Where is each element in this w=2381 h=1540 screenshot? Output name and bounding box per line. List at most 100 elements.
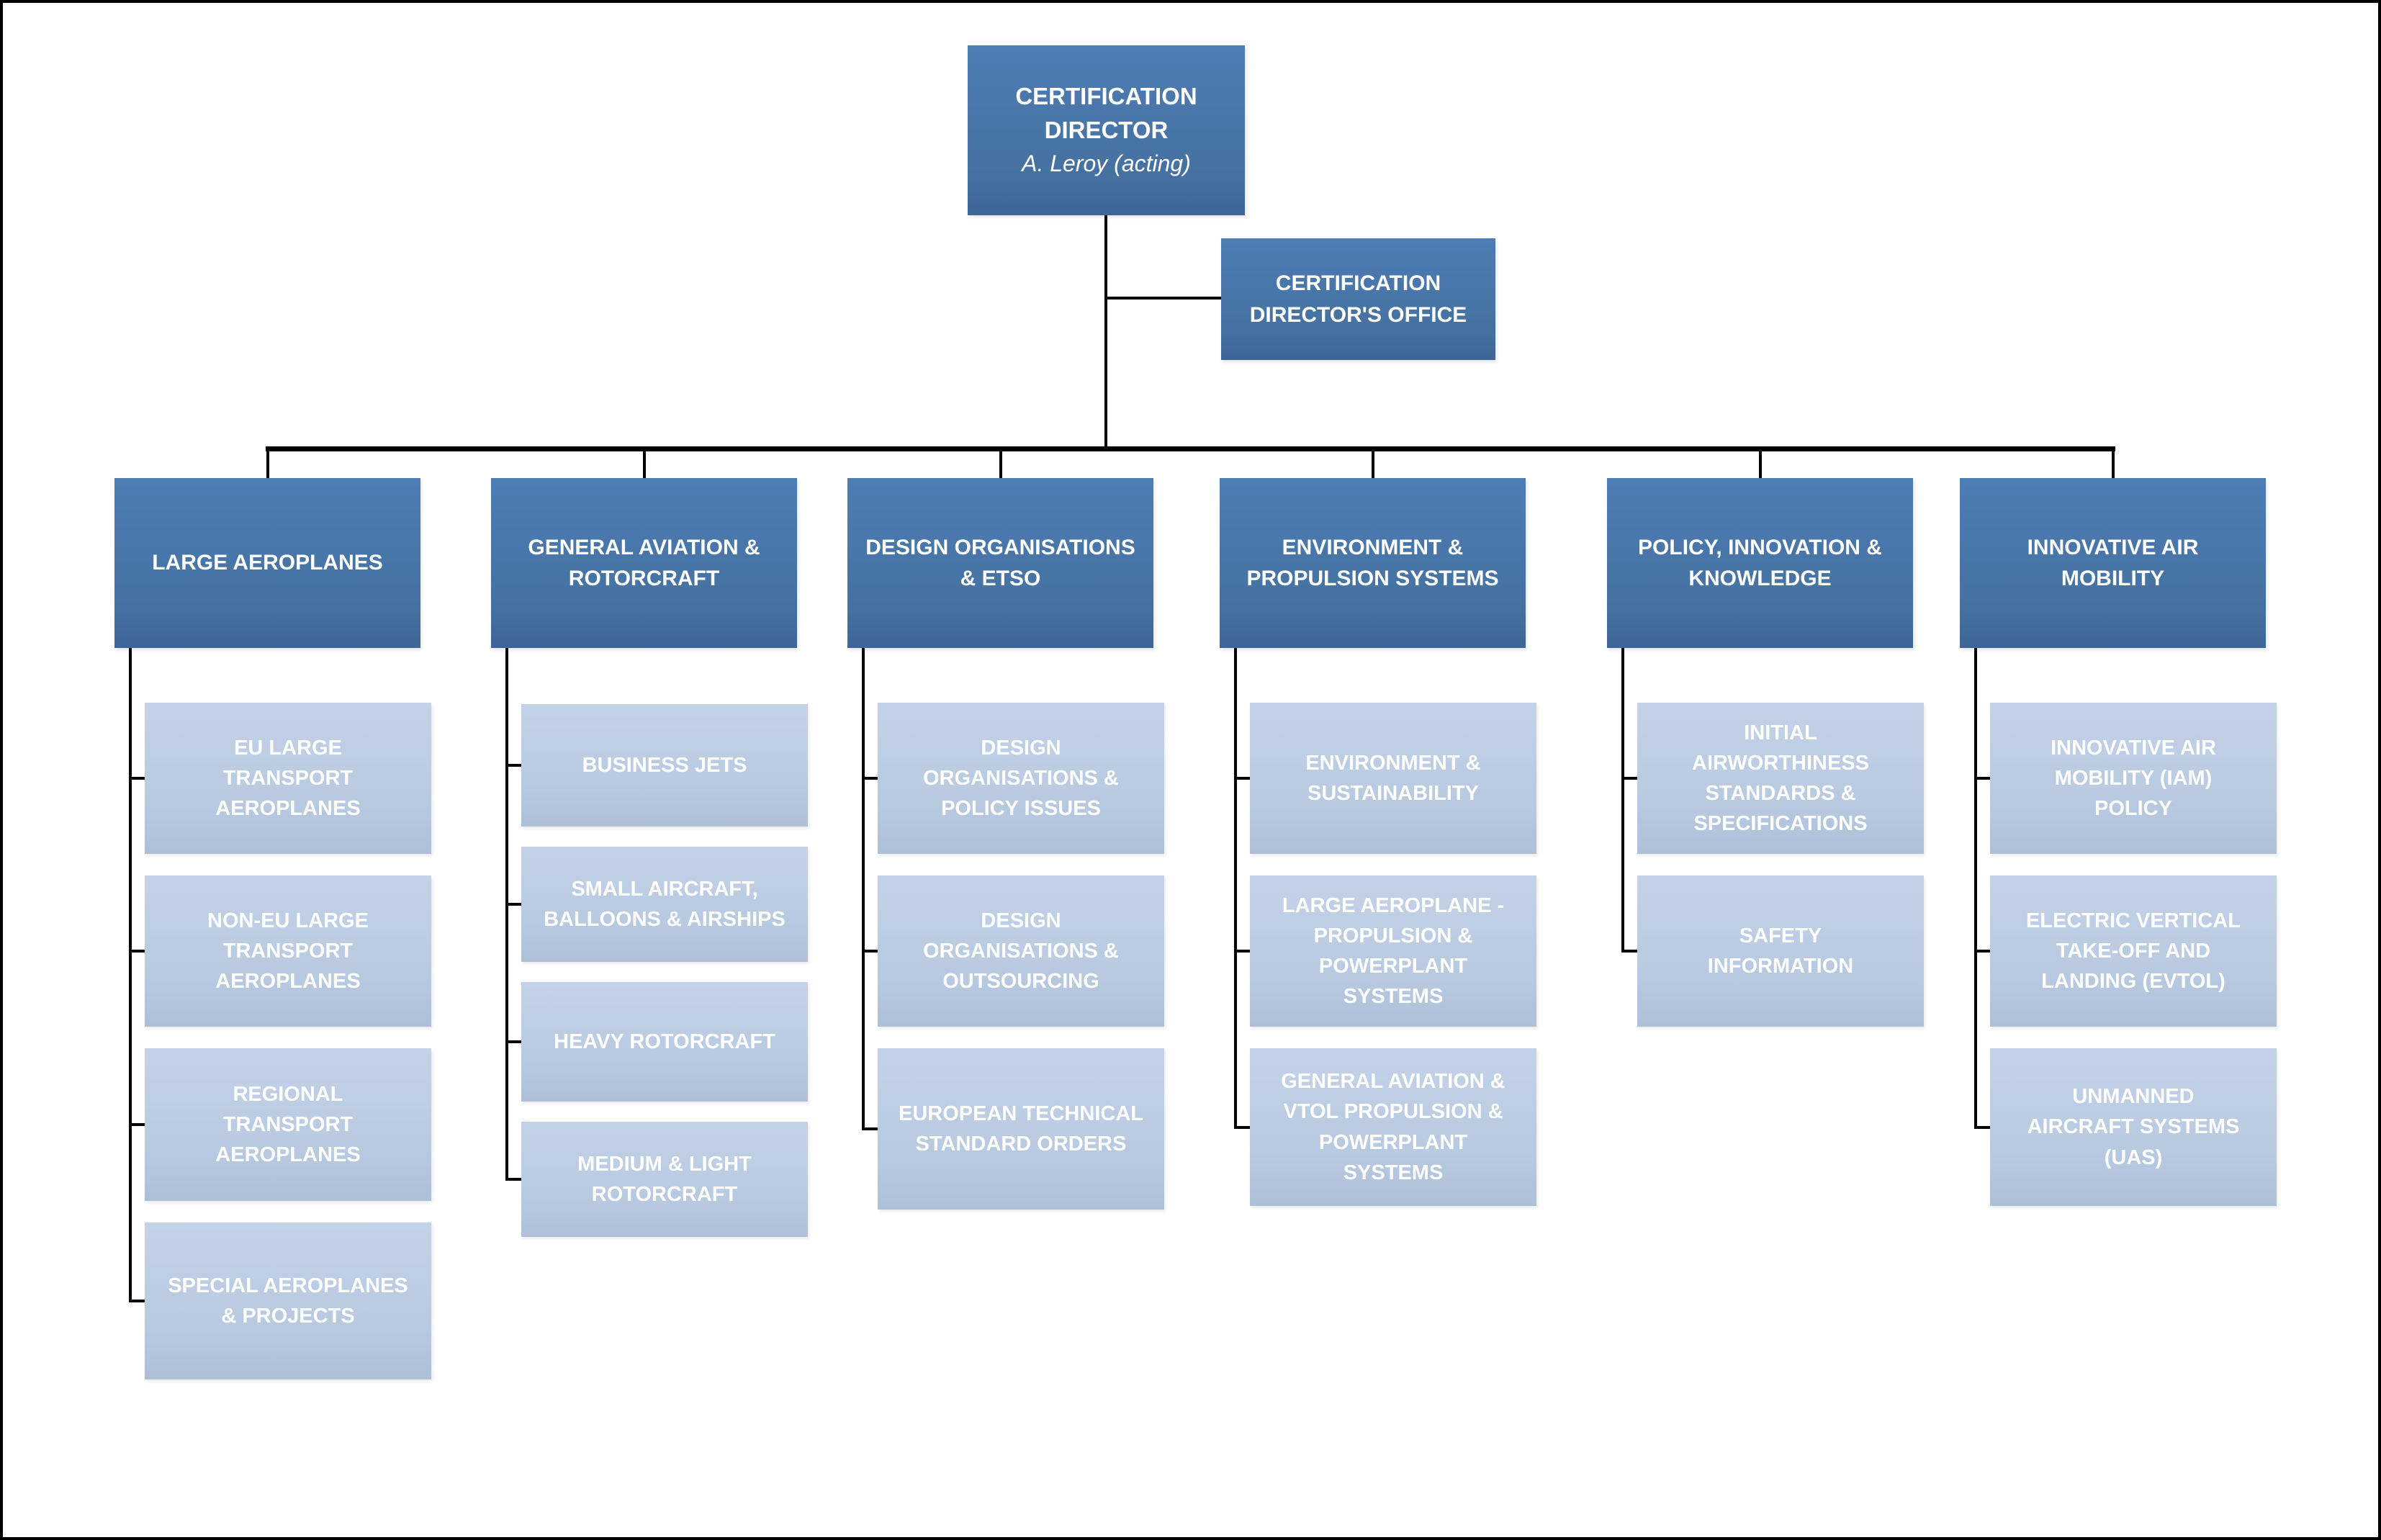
connector-branch-large-aeroplanes bbox=[129, 648, 132, 1302]
connector-child-stub-environment-sustainability bbox=[1237, 777, 1250, 780]
org-node-non-eu-large-transport-aeroplanes: NON-EU LARGE TRANSPORT AEROPLANES bbox=[145, 875, 431, 1027]
connector-child-stub-business-jets bbox=[508, 764, 521, 767]
node-label-line: INITIAL bbox=[1744, 721, 1817, 744]
connector-child-stub-unmanned-aircraft-systems-uas bbox=[1977, 1126, 1990, 1129]
node-label-line: & ETSO bbox=[960, 567, 1041, 590]
node-label-line: VTOL PROPULSION & bbox=[1283, 1100, 1503, 1124]
org-node-environment-propulsion-systems: ENVIRONMENT & PROPULSION SYSTEMS bbox=[1220, 478, 1526, 648]
node-label-line: (UAS) bbox=[2104, 1145, 2163, 1169]
connector-child-stub-small-aircraft-balloons-airships bbox=[508, 903, 521, 906]
node-label-line: TRANSPORT bbox=[222, 766, 354, 790]
node-label-line: CERTIFICATION bbox=[1015, 83, 1197, 110]
node-label-line: POLICY, INNOVATION & bbox=[1638, 535, 1882, 559]
org-node-medium-light-rotorcraft: MEDIUM & LIGHT ROTORCRAFT bbox=[521, 1122, 808, 1237]
connector-rail-stub-design-organisations-etso bbox=[999, 449, 1002, 478]
org-node-special-aeroplanes-projects: SPECIAL AEROPLANES& PROJECTS bbox=[145, 1222, 431, 1379]
node-label-line: AEROPLANES bbox=[215, 797, 361, 821]
connector-child-stub-medium-light-rotorcraft bbox=[508, 1178, 521, 1181]
node-label-line: LARGE AEROPLANES bbox=[152, 551, 383, 575]
node-label-line: POLICY bbox=[2094, 797, 2172, 821]
connector-child-stub-eu-large-transport-aeroplanes bbox=[132, 777, 145, 780]
connector-branch-general-aviation-rotorcraft bbox=[505, 648, 508, 1181]
node-label-line: DESIGN ORGANISATIONS bbox=[865, 535, 1135, 559]
node-label-line: POWERPLANT bbox=[1318, 1130, 1468, 1154]
node-label-line: INNOVATIVE AIR bbox=[2051, 736, 2216, 760]
connector-child-stub-european-technical-standard-orders bbox=[865, 1127, 878, 1130]
node-label-line: INNOVATIVE AIR bbox=[2027, 535, 2199, 559]
connector-child-stub-special-aeroplanes-projects bbox=[132, 1300, 145, 1302]
connector-child-stub-large-aeroplane-propulsion-powerplant-systems bbox=[1237, 950, 1250, 953]
org-node-business-jets: BUSINESS JETS bbox=[521, 704, 808, 827]
node-label-line: MEDIUM & LIGHT bbox=[577, 1152, 752, 1176]
node-label-line: TRANSPORT bbox=[222, 939, 354, 963]
org-node-safety-information: SAFETY INFORMATION bbox=[1637, 875, 1924, 1027]
node-label-line: POWERPLANT bbox=[1318, 955, 1468, 978]
node-label-line: PROPULSION SYSTEMS bbox=[1246, 567, 1499, 590]
node-label-line: ORGANISATIONS & bbox=[923, 766, 1119, 790]
org-node-regional-transport-aeroplanes: REGIONAL TRANSPORT AEROPLANES bbox=[145, 1048, 431, 1201]
node-label-line: MOBILITY bbox=[2061, 567, 2165, 590]
connector-child-stub-electric-vertical-take-off-and-landing-evtol bbox=[1977, 950, 1990, 953]
connector-child-stub-innovative-air-mobility-iam-policy bbox=[1977, 777, 1990, 780]
node-label-line: SPECIFICATIONS bbox=[1693, 812, 1868, 836]
node-label-line: REGIONAL bbox=[233, 1082, 343, 1106]
org-node-innovative-air-mobility: INNOVATIVE AIR MOBILITY bbox=[1960, 478, 2266, 648]
connector-office-link bbox=[1107, 297, 1221, 300]
node-label-line: KNOWLEDGE bbox=[1688, 567, 1832, 590]
node-label-line: MOBILITY (IAM) bbox=[2054, 766, 2213, 790]
node-label-line: LANDING (EVTOL) bbox=[2041, 970, 2225, 994]
connector-rail bbox=[266, 446, 2115, 451]
node-label-line: BUSINESS JETS bbox=[582, 753, 747, 777]
connector-branch-environment-propulsion-systems bbox=[1234, 648, 1237, 1129]
node-label-line: ROTORCRAFT bbox=[591, 1183, 738, 1206]
node-label-line: AEROPLANES bbox=[215, 970, 361, 994]
org-node-certification-directors-office: CERTIFICATION DIRECTOR'S OFFICE bbox=[1221, 238, 1495, 360]
connector-rail-stub-innovative-air-mobility bbox=[2112, 449, 2115, 478]
node-label-line: SYSTEMS bbox=[1343, 985, 1444, 1009]
node-label-line: TAKE-OFF AND bbox=[2056, 939, 2211, 963]
org-node-electric-vertical-take-off-and-landing-evtol: ELECTRIC VERTICAL TAKE-OFF AND LANDING (EV… bbox=[1990, 875, 2277, 1027]
connector-child-stub-design-organisations-policy-issues bbox=[865, 777, 878, 780]
node-label-line: SMALL AIRCRAFT, bbox=[571, 877, 758, 901]
org-node-initial-airworthiness-standards-specifications: INITIAL AIRWORTHINESS STANDARDS & SPECIFICA… bbox=[1637, 703, 1924, 854]
connector-child-stub-general-aviation-vtol-propulsion-powerplant-systems bbox=[1237, 1126, 1250, 1129]
node-label-line: HEAVY ROTORCRAFT bbox=[554, 1030, 775, 1053]
node-label-line: AEROPLANES bbox=[215, 1143, 361, 1167]
node-label-line: PROPULSION & bbox=[1313, 924, 1473, 947]
node-label-line: SYSTEMS bbox=[1343, 1161, 1444, 1184]
connector-child-stub-initial-airworthiness-standards-specifications bbox=[1624, 777, 1637, 780]
connector-branch-policy-innovation-knowledge bbox=[1621, 648, 1624, 953]
org-node-general-aviation-rotorcraft: GENERAL AVIATION &ROTORCRAFT bbox=[491, 478, 797, 648]
node-label-line: AIRWORTHINESS bbox=[1692, 751, 1869, 775]
node-label-line: INFORMATION bbox=[1707, 955, 1854, 978]
node-label-line: EUROPEAN TECHNICAL bbox=[899, 1102, 1143, 1125]
node-label-line: SPECIAL AEROPLANES bbox=[168, 1274, 408, 1297]
org-node-environment-sustainability: ENVIRONMENT &SUSTAINABILITY bbox=[1250, 703, 1536, 854]
connector-branch-design-organisations-etso bbox=[862, 648, 865, 1130]
org-node-small-aircraft-balloons-airships: SMALL AIRCRAFT, BALLOONS & AIRSHIPS bbox=[521, 847, 808, 962]
node-label-line: ENVIRONMENT & bbox=[1282, 535, 1464, 559]
node-label-line: ELECTRIC VERTICAL bbox=[2025, 909, 2241, 932]
node-label-line: SAFETY bbox=[1739, 924, 1822, 947]
node-label-line: STANDARDS & bbox=[1705, 782, 1856, 805]
org-node-certification-director: CERTIFICATION DIRECTOR A. Leroy (acting) bbox=[968, 45, 1245, 215]
node-label-line: TRANSPORT bbox=[222, 1112, 354, 1136]
node-label-line: AIRCRAFT SYSTEMS bbox=[2027, 1115, 2240, 1139]
connector-root-feed bbox=[1104, 215, 1107, 451]
node-label-line: SUSTAINABILITY bbox=[1307, 782, 1479, 805]
node-label-line: BALLOONS & AIRSHIPS bbox=[544, 908, 786, 931]
node-label-line: DIRECTOR bbox=[1044, 117, 1169, 144]
node-label-line: OUTSOURCING bbox=[942, 970, 1099, 994]
node-label-line: LARGE AEROPLANE - bbox=[1282, 893, 1505, 917]
org-node-large-aeroplanes: LARGE AEROPLANES bbox=[114, 478, 420, 648]
node-subtitle: A. Leroy (acting) bbox=[1022, 150, 1191, 177]
node-label-line: NON-EU LARGE bbox=[207, 909, 369, 932]
connector-rail-stub-large-aeroplanes bbox=[266, 449, 269, 478]
node-label-line: DESIGN bbox=[981, 909, 1061, 932]
node-label-line: CERTIFICATION bbox=[1275, 271, 1441, 295]
